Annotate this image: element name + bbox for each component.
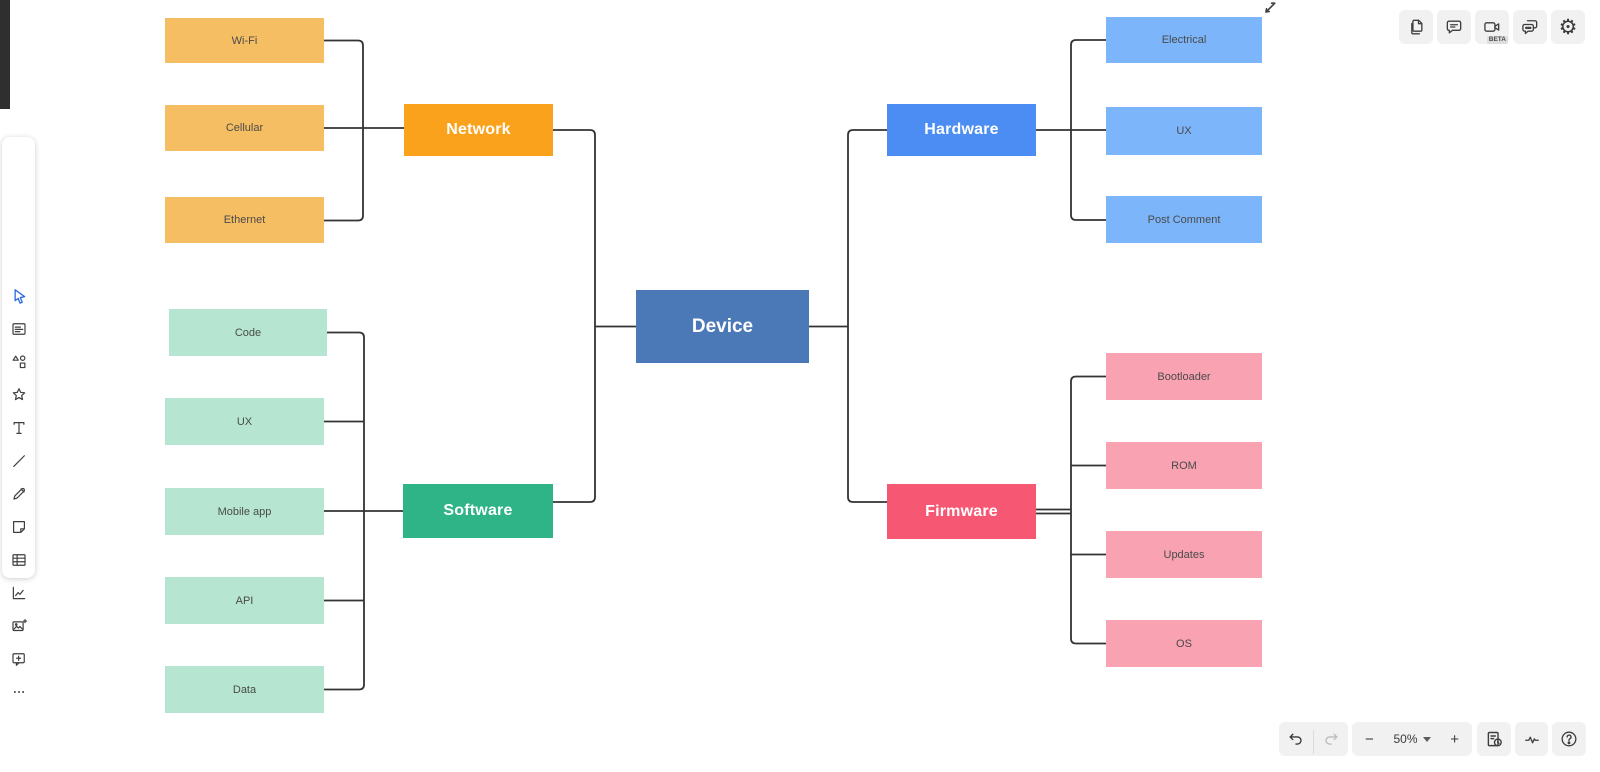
- table-icon: [12, 554, 26, 566]
- node-label: Cellular: [225, 122, 264, 134]
- node-label: API: [235, 594, 254, 607]
- note-panel-icon: [12, 323, 26, 335]
- more-tools-button[interactable]: [6, 679, 32, 705]
- node-ethernet[interactable]: Ethernet: [165, 197, 324, 243]
- pencil-icon: [13, 487, 25, 500]
- zoom-level-dropdown[interactable]: 50%: [1393, 732, 1431, 746]
- frame-plus-icon: [12, 653, 25, 666]
- node-label: Ethernet: [223, 214, 266, 226]
- node-data[interactable]: Data: [165, 666, 324, 713]
- node-label: Firmware: [925, 502, 998, 520]
- node-wifi[interactable]: Wi-Fi: [165, 18, 324, 63]
- node-label: Software: [443, 502, 513, 519]
- chat-button[interactable]: [1513, 10, 1547, 44]
- zoom-out-button[interactable]: −: [1365, 730, 1374, 748]
- node-label: ROM: [1171, 459, 1197, 472]
- sticky-note-icon: [13, 521, 25, 533]
- star-icon: [12, 388, 26, 401]
- line-tool-button[interactable]: [6, 448, 32, 474]
- undo-icon: [1289, 733, 1302, 745]
- ellipsis-icon: [13, 691, 25, 693]
- node-label: Code: [234, 326, 262, 339]
- left-toolbar: [2, 137, 35, 693]
- table-tool-button[interactable]: [6, 547, 32, 573]
- node-hardware[interactable]: Hardware: [887, 104, 1036, 156]
- resize-diagonal-icon[interactable]: [1261, 1, 1277, 15]
- node-software[interactable]: Software: [403, 484, 553, 538]
- pages-button[interactable]: [1399, 10, 1433, 44]
- gear-icon: ⚙: [1558, 15, 1578, 39]
- comment-icon: [1446, 20, 1462, 34]
- line-icon: [13, 455, 25, 467]
- node-label: Data: [232, 683, 257, 696]
- node-updates[interactable]: Updates: [1106, 531, 1262, 578]
- redo-icon: [1325, 733, 1338, 745]
- node-label: UX: [1176, 125, 1192, 137]
- node-label: Updates: [1163, 548, 1205, 561]
- node-code[interactable]: Code: [169, 309, 327, 356]
- text-tool-button[interactable]: [6, 415, 32, 441]
- cursor-icon: [13, 288, 25, 304]
- shapes-icon: [12, 355, 26, 369]
- sticky-note-tool-button[interactable]: [6, 514, 32, 540]
- node-label: Device: [691, 315, 754, 337]
- favorites-tool-button[interactable]: [6, 382, 32, 408]
- help-button[interactable]: [1552, 722, 1586, 756]
- node-post-comment[interactable]: Post Comment: [1106, 196, 1262, 243]
- comment-button[interactable]: [1437, 10, 1471, 44]
- node-device[interactable]: Device: [636, 290, 809, 363]
- node-network[interactable]: Network: [404, 104, 553, 156]
- node-label: Post Comment: [1147, 213, 1221, 226]
- node-electrical[interactable]: Electrical: [1106, 17, 1262, 63]
- node-firmware[interactable]: Firmware: [887, 484, 1036, 539]
- question-mark-icon: [1561, 731, 1577, 747]
- chart-icon: [12, 586, 26, 600]
- document-history-icon: [1487, 731, 1502, 746]
- notes-tool-button[interactable]: [6, 316, 32, 342]
- node-label: Network: [446, 121, 511, 138]
- frame-tool-button[interactable]: [6, 646, 32, 672]
- node-rom[interactable]: ROM: [1106, 442, 1262, 489]
- activity-button[interactable]: [1515, 722, 1548, 756]
- node-bootloader[interactable]: Bootloader: [1106, 353, 1262, 400]
- chat-bubbles-icon: [1522, 20, 1538, 35]
- node-label: UX: [236, 415, 253, 428]
- node-os[interactable]: OS: [1106, 620, 1262, 667]
- collapsed-panel-strip[interactable]: [0, 0, 10, 109]
- redo-button[interactable]: [1314, 722, 1348, 756]
- image-plus-icon: [12, 619, 28, 632]
- node-label: Wi-Fi: [231, 34, 258, 47]
- node-ux-hardware[interactable]: UX: [1106, 107, 1262, 155]
- video-button[interactable]: BETA: [1475, 10, 1509, 44]
- undo-button[interactable]: [1279, 722, 1313, 756]
- undo-redo-group: [1279, 722, 1348, 756]
- node-label: OS: [1176, 637, 1192, 650]
- settings-button[interactable]: ⚙: [1551, 10, 1585, 44]
- beta-badge: BETA: [1486, 35, 1508, 44]
- select-tool-button[interactable]: [6, 283, 32, 309]
- zoom-in-button[interactable]: +: [1450, 730, 1459, 748]
- node-ux-software[interactable]: UX: [165, 398, 324, 445]
- node-label: Electrical: [1161, 34, 1207, 46]
- zoom-level-value: 50%: [1393, 732, 1418, 746]
- node-cellular[interactable]: Cellular: [165, 105, 324, 151]
- chevron-down-icon: [1422, 736, 1431, 742]
- shapes-tool-button[interactable]: [6, 349, 32, 375]
- node-label: Bootloader: [1157, 370, 1211, 383]
- version-history-button[interactable]: [1477, 722, 1511, 756]
- node-api[interactable]: API: [165, 577, 324, 624]
- text-icon: [13, 422, 25, 434]
- insert-image-tool-button[interactable]: [6, 613, 32, 639]
- zoom-control-group: − 50% +: [1352, 722, 1472, 756]
- divider: [1313, 729, 1314, 754]
- node-label: Mobile app: [217, 505, 272, 518]
- video-camera-icon: [1484, 22, 1500, 32]
- node-mobile-app[interactable]: Mobile app: [165, 488, 324, 535]
- chart-tool-button[interactable]: [6, 580, 32, 606]
- node-label: Hardware: [924, 121, 999, 138]
- pulse-icon: [1524, 736, 1539, 744]
- pen-tool-button[interactable]: [6, 481, 32, 507]
- pages-icon: [1411, 19, 1423, 35]
